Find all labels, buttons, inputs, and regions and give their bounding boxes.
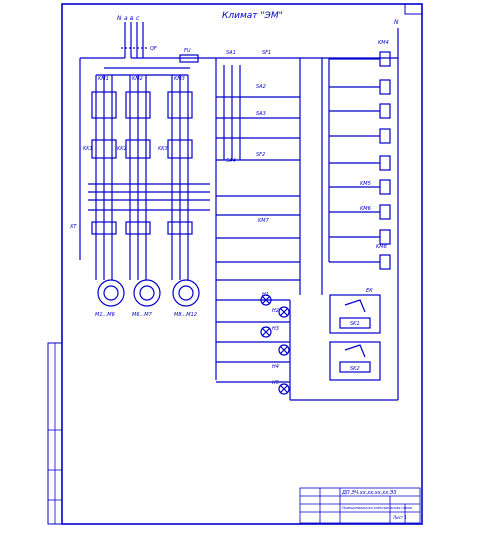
label-xt: ХТ: [69, 224, 77, 230]
label-km3: KM3: [174, 76, 185, 82]
heater-blocks: [329, 294, 381, 381]
label-sk1: SK1: [350, 321, 360, 327]
label-phase-b: в: [130, 15, 134, 22]
label-m2: M6...M7: [132, 312, 153, 318]
title-block-sheet: Лист 1: [392, 515, 407, 520]
label-h1: H1: [262, 292, 269, 298]
title-block-code: ДП.ЭЧ.хх.хх.хх.хх.Э3: [341, 490, 396, 496]
label-km7: KM7: [258, 218, 270, 224]
drawing-frame: [47, 3, 423, 525]
label-phase-a: а: [124, 15, 128, 22]
label-km6: KM6: [360, 206, 371, 212]
fuse-fu: [179, 54, 199, 63]
label-phase-n: N: [117, 15, 122, 22]
power-supply: [79, 22, 398, 260]
drawing-title: Климат "ЭМ": [222, 11, 283, 21]
label-sk2: SK2: [350, 366, 360, 372]
label-sa2: SA2: [256, 84, 266, 90]
label-kk2: KK2: [117, 146, 127, 152]
motor-branches: [88, 67, 210, 280]
label-sf2: SF2: [256, 152, 265, 158]
control-circuit: [215, 58, 330, 380]
label-h5: H5: [272, 380, 279, 386]
title-block: [299, 487, 421, 524]
label-km4: KM4: [378, 40, 389, 46]
label-phase-c: с: [136, 15, 140, 22]
label-m3: M8...M12: [174, 312, 197, 318]
motors: [97, 279, 200, 307]
label-km1: KM1: [98, 76, 109, 82]
label-sa3: SA3: [256, 111, 266, 117]
label-sa4: SA4: [226, 158, 236, 164]
label-qf: QF: [150, 46, 157, 52]
label-h4: H4: [272, 364, 279, 370]
coil-column: [329, 28, 399, 400]
label-km8: KM8: [376, 244, 387, 250]
label-kk1: KK1: [83, 146, 93, 152]
label-ek: ЕК: [366, 288, 373, 294]
label-km5: KM5: [360, 181, 371, 187]
label-km2: KM2: [132, 76, 143, 82]
label-h3: H3: [272, 326, 279, 332]
label-sf1: SF1: [262, 50, 271, 56]
label-kk3: KK3: [158, 146, 168, 152]
label-right-n: N: [394, 19, 399, 26]
title-block-desc: Принципиальная электрическая схема: [342, 506, 412, 510]
label-sa1: SA1: [226, 50, 236, 56]
label-h2: H2: [272, 308, 279, 314]
label-m1: M1...M6: [95, 312, 115, 318]
lamps: [216, 294, 398, 401]
label-fu: FU: [184, 48, 191, 54]
